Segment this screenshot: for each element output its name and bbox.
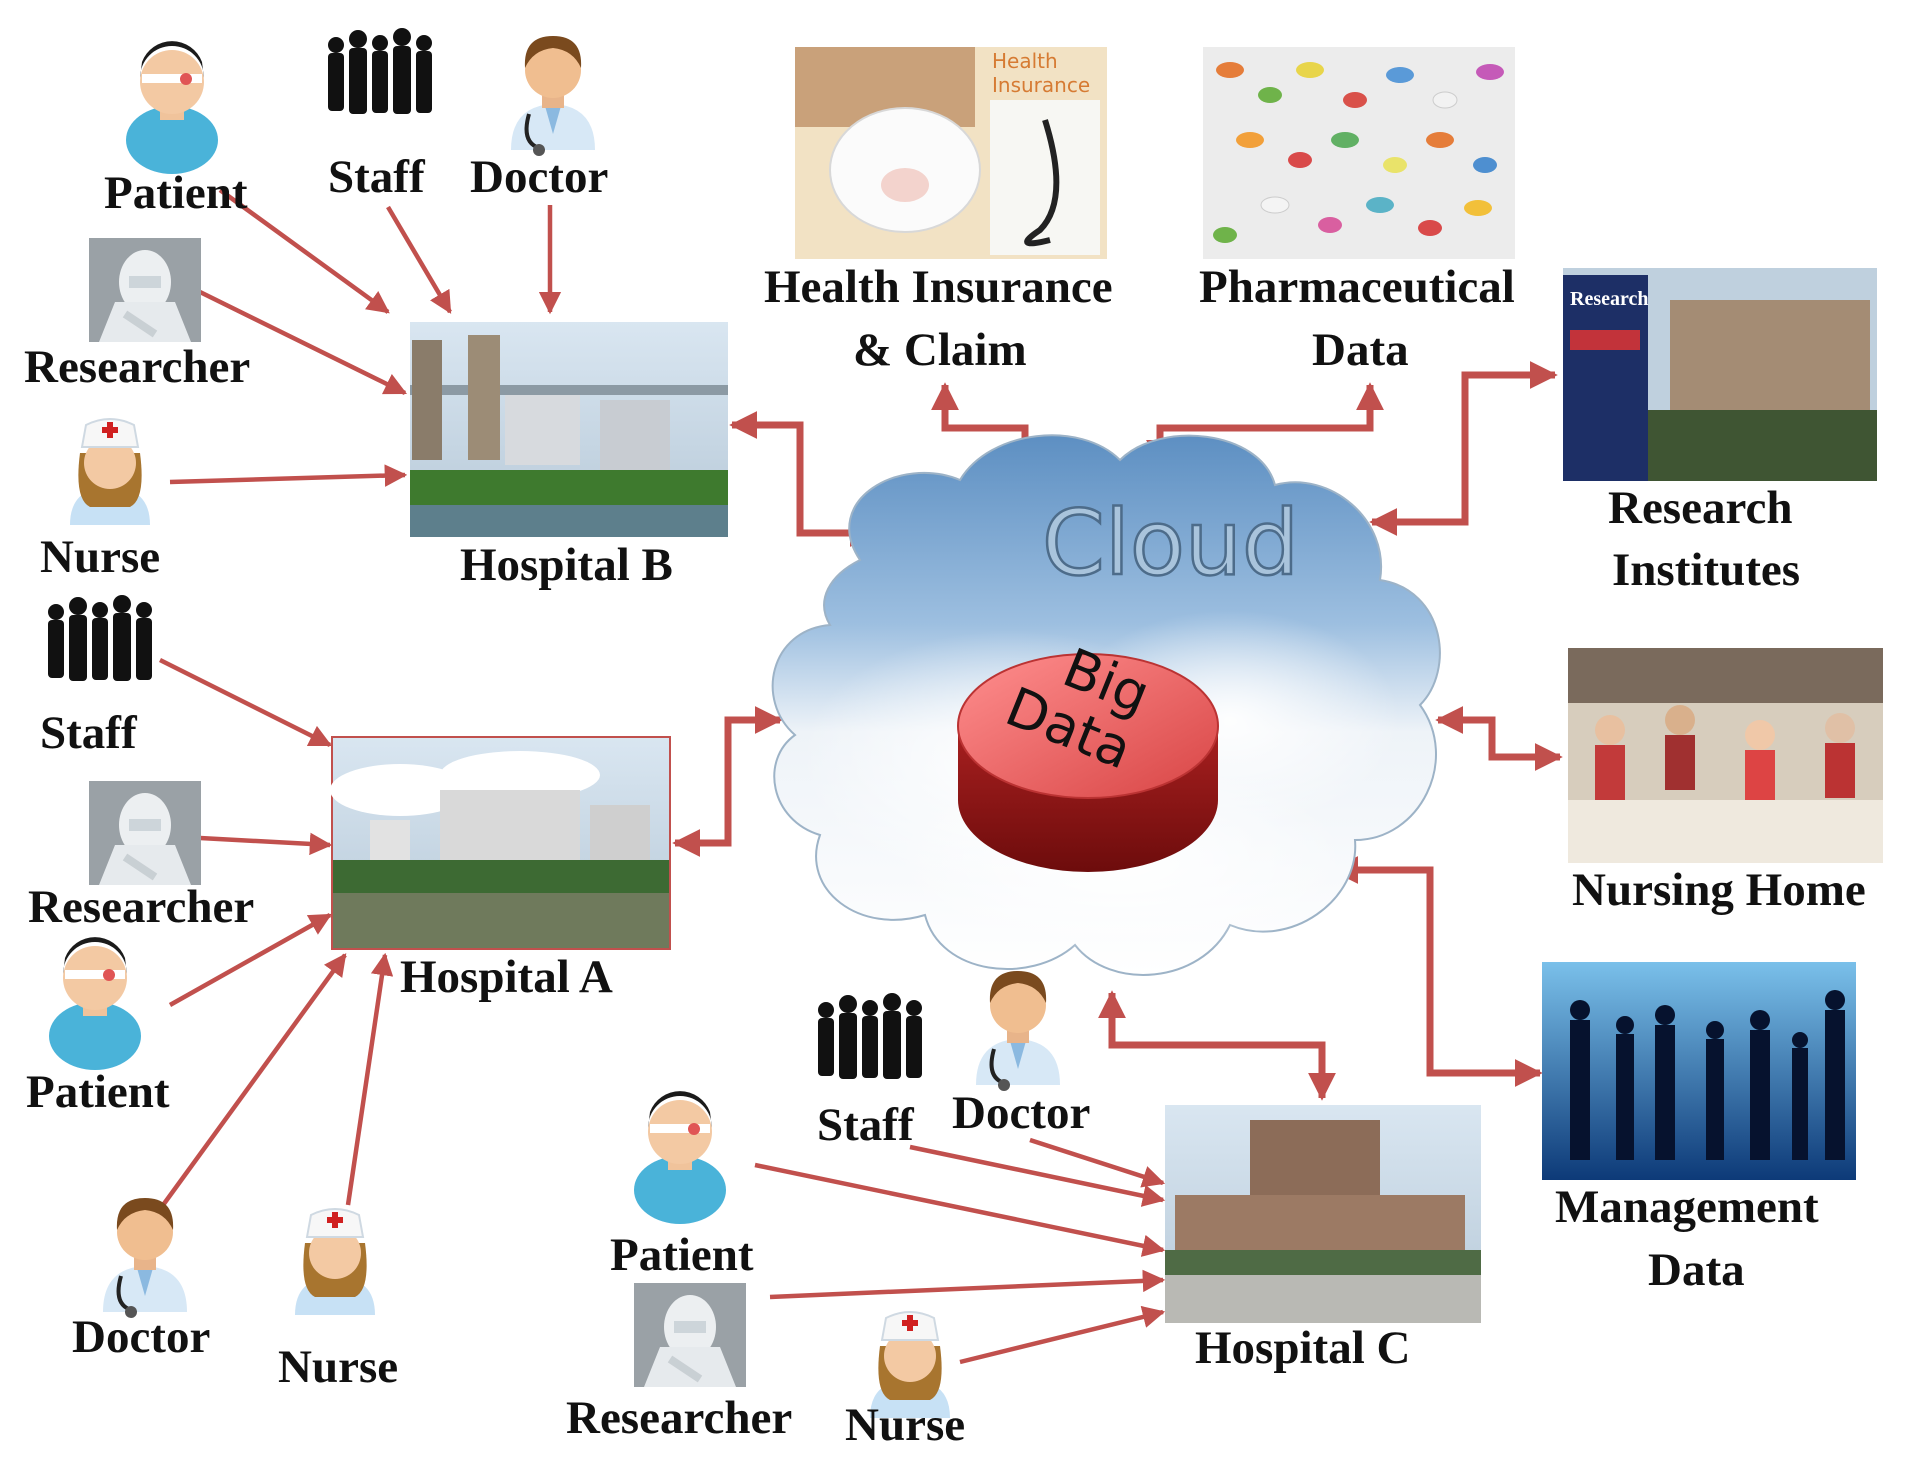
a-doctor-icon [101, 1196, 189, 1320]
c-staff-label: Staff [817, 1099, 915, 1151]
pharma-label-line1: Pharmaceutical [1199, 261, 1515, 313]
c-doctor-icon [974, 969, 1062, 1093]
nursing-home-photo [1568, 648, 1883, 863]
arrow-a-patient [168, 913, 332, 1007]
arrow-cloud-research [1369, 361, 1558, 536]
nursing-home-label: Nursing Home [1572, 864, 1866, 916]
management-label-line1: Management [1555, 1181, 1819, 1233]
insurance-label-line2: & Claim [853, 324, 1027, 376]
research-label-line1: Research [1608, 482, 1792, 534]
arrow-b-nurse [169, 464, 408, 487]
b-researcher-label: Researcher [24, 341, 250, 393]
arrow-cloud-hospital-c [1098, 990, 1336, 1101]
a-nurse-label: Nurse [278, 1341, 398, 1393]
b-doctor-label: Doctor [470, 151, 608, 203]
management-label-line2: Data [1648, 1244, 1745, 1296]
arrow-b-patient [218, 188, 390, 314]
arrow-a-nurse [345, 952, 394, 1206]
arrows-hospital-c-group [754, 1137, 1166, 1365]
b-patient-icon [126, 41, 218, 174]
a-staff-icon [48, 595, 152, 681]
arrow-b-staff [386, 205, 452, 314]
arrow-cloud-management [1330, 856, 1543, 1087]
b-doctor-icon [509, 34, 597, 158]
b-nurse-icon [69, 418, 151, 526]
a-nurse-icon [294, 1208, 376, 1316]
b-staff-icon [328, 28, 432, 114]
insurance-image-text-line2: Insurance [992, 73, 1090, 97]
c-patient-icon [634, 1091, 726, 1224]
health-insurance-photo: Health Insurance [795, 47, 1107, 259]
hospital-a-label: Hospital A [400, 951, 613, 1003]
b-patient-label: Patient [104, 167, 248, 219]
arrow-a-doctor [156, 953, 347, 1214]
hospital-c-photo [1165, 1105, 1481, 1323]
arrow-a-researcher [199, 832, 333, 856]
arrow-cloud-nursing [1435, 706, 1563, 771]
c-researcher-label: Researcher [566, 1392, 792, 1444]
arrow-c-patient [754, 1162, 1166, 1257]
research-sign-text: Research [1570, 288, 1649, 310]
a-patient-icon [49, 937, 141, 1070]
a-researcher-label: Researcher [28, 881, 254, 933]
arrow-cloud-hospital-b [729, 411, 878, 547]
arrows-hospital-a-group [156, 657, 394, 1214]
pharma-label-line2: Data [1312, 324, 1409, 376]
insurance-label-line1: Health Insurance [764, 261, 1113, 313]
c-researcher-icon [634, 1283, 746, 1387]
arrows-hospital-b-group [169, 188, 562, 487]
management-data-photo [1542, 962, 1856, 1180]
c-patient-label: Patient [610, 1229, 754, 1281]
arrow-cloud-hospital-a [672, 706, 783, 857]
arrow-c-nurse [959, 1305, 1166, 1365]
research-label-line2: Institutes [1612, 544, 1800, 596]
big-data-disc: Big Data [957, 636, 1219, 872]
b-nurse-label: Nurse [40, 531, 160, 583]
hospital-b-photo [410, 322, 728, 537]
arrow-c-researcher [769, 1269, 1166, 1300]
hospital-c-label: Hospital C [1195, 1322, 1410, 1374]
a-staff-label: Staff [40, 707, 138, 759]
b-researcher-icon [89, 238, 201, 342]
insurance-image-text-line1: Health [992, 49, 1058, 73]
arrow-a-staff [158, 657, 333, 748]
a-patient-label: Patient [26, 1066, 170, 1118]
c-doctor-label: Doctor [952, 1087, 1090, 1139]
c-nurse-label: Nurse [845, 1399, 965, 1451]
hospital-b-label: Hospital B [460, 539, 673, 591]
c-staff-icon [818, 993, 922, 1079]
hospital-a-photo [330, 736, 671, 950]
b-staff-label: Staff [328, 151, 426, 203]
research-institutes-photo: Research [1563, 268, 1877, 481]
arrow-c-staff [909, 1144, 1166, 1207]
pharmaceutical-photo [1203, 47, 1515, 259]
cloud-label: Cloud [1042, 491, 1299, 596]
a-researcher-icon [89, 781, 201, 885]
arrow-c-doctor [1029, 1137, 1166, 1188]
a-doctor-label: Doctor [72, 1311, 210, 1363]
arrow-b-researcher [199, 289, 408, 396]
